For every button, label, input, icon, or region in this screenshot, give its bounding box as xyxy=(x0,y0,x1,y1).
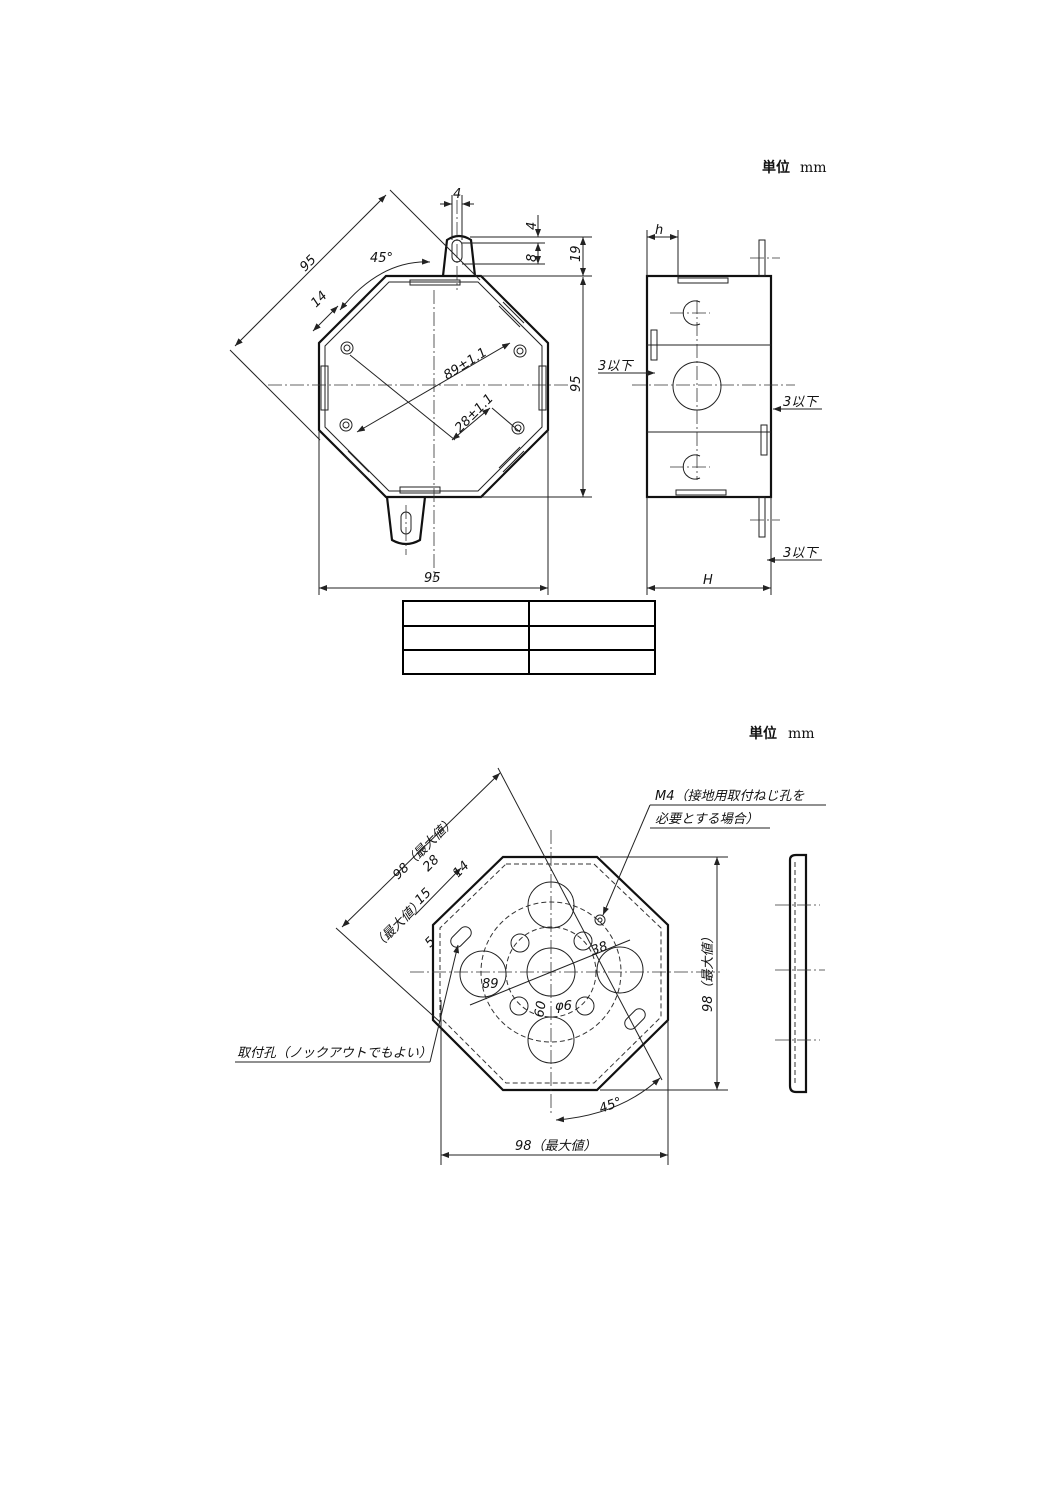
svg-text:（最大値）: （最大値） xyxy=(370,896,427,953)
svg-text:98（最大値）: 98（最大値） xyxy=(390,814,459,883)
svg-text:3以下: 3以下 xyxy=(598,359,634,374)
svg-text:95: 95 xyxy=(424,571,441,586)
svg-text:単位: 単位 xyxy=(749,725,777,742)
screw-hole xyxy=(513,344,527,358)
side-view-dimensions: h H 3以下 3以下 3以下 xyxy=(598,223,822,595)
svg-text:60: 60 xyxy=(532,1000,550,1019)
mount-slot-right xyxy=(624,1008,646,1030)
svg-text:取付孔（ノックアウトでもよい）: 取付孔（ノックアウトでもよい） xyxy=(237,1045,432,1061)
small-hole xyxy=(510,933,530,953)
svg-text:89±1.1: 89±1.1 xyxy=(441,345,490,383)
top-view-dimensions: 95 95 19 4 8 4 95 45° 14 89±1 xyxy=(229,187,592,595)
bottom-unit-label: 単位 mm xyxy=(749,725,815,742)
svg-text:45°: 45° xyxy=(597,1095,624,1117)
svg-text:mm: mm xyxy=(788,726,815,742)
svg-text:98（最大値）: 98（最大値） xyxy=(700,930,716,1012)
small-hole xyxy=(573,931,593,951)
svg-text:4: 4 xyxy=(453,187,461,202)
screw-hole xyxy=(339,418,353,432)
svg-text:3以下: 3以下 xyxy=(783,546,819,561)
svg-text:19: 19 xyxy=(569,245,584,262)
svg-text:必要とする場合）: 必要とする場合） xyxy=(655,811,759,827)
svg-text:単位: 単位 xyxy=(762,159,790,176)
svg-text:95: 95 xyxy=(569,375,584,392)
box-side-view xyxy=(632,239,795,538)
svg-text:H: H xyxy=(703,573,713,588)
top-mounting-tab xyxy=(441,234,477,277)
top-unit-label: 単位 mm xyxy=(762,159,827,176)
svg-text:89: 89 xyxy=(482,977,499,992)
svg-text:98（最大値）: 98（最大値） xyxy=(515,1138,597,1154)
svg-text:5: 5 xyxy=(422,934,438,950)
spec-table xyxy=(402,600,656,675)
svg-text:4: 4 xyxy=(525,222,540,230)
knockout-left xyxy=(459,950,507,998)
small-hole xyxy=(575,996,595,1016)
bracket-bottom xyxy=(758,496,766,538)
m4-hole xyxy=(594,914,606,926)
svg-text:45°: 45° xyxy=(370,251,393,266)
screw-hole xyxy=(340,341,354,355)
mount-slot-left xyxy=(450,926,472,948)
cover-plate-side-view xyxy=(775,853,825,1094)
screw-hole xyxy=(511,421,525,435)
svg-text:φ6: φ6 xyxy=(555,999,572,1014)
mount-hole-callout: 取付孔（ノックアウトでもよい） xyxy=(235,944,460,1063)
m4-callout: M4（接地用取付ねじ孔を 必要とする場合） xyxy=(602,788,826,916)
svg-text:28±1.1: 28±1.1 xyxy=(452,391,497,436)
svg-text:h: h xyxy=(655,223,663,238)
svg-text:M4（接地用取付ねじ孔を: M4（接地用取付ねじ孔を xyxy=(655,788,805,804)
svg-text:38: 38 xyxy=(589,939,610,959)
svg-text:3以下: 3以下 xyxy=(783,395,819,410)
knockout-right xyxy=(596,946,644,994)
small-hole xyxy=(509,996,529,1016)
svg-text:14: 14 xyxy=(450,859,472,881)
svg-text:14: 14 xyxy=(308,289,330,311)
svg-text:mm: mm xyxy=(800,160,827,176)
svg-text:8: 8 xyxy=(525,254,540,262)
svg-text:95: 95 xyxy=(297,253,319,275)
